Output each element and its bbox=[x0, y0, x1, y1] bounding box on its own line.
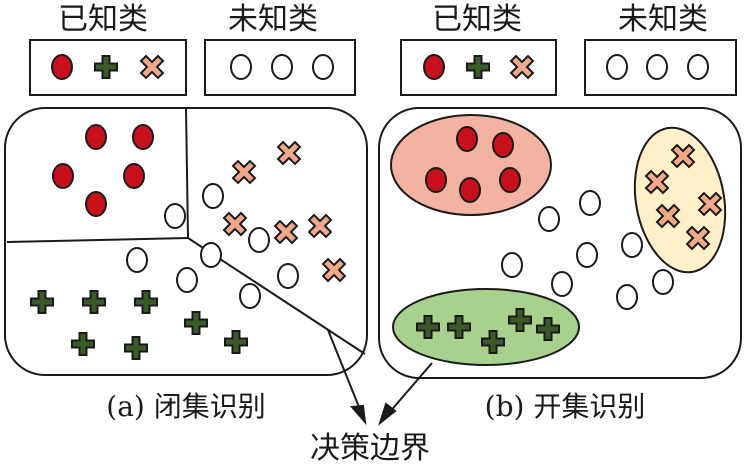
legend-unknown-label-b: 未知类 bbox=[618, 2, 708, 37]
decision-boundary-arrows bbox=[327, 329, 433, 426]
legend-known-box-a bbox=[29, 39, 187, 96]
green-class-region-b bbox=[392, 288, 580, 366]
panel-a-closed-set bbox=[4, 107, 368, 376]
caption-panel-b: (b) 开集识别 bbox=[485, 390, 646, 423]
panel-b-open-set bbox=[378, 107, 742, 379]
legend-unknown-box-a bbox=[204, 39, 356, 96]
legend-known-label-b: 已知类 bbox=[432, 2, 522, 37]
decision-boundary-label: 决策边界 bbox=[310, 431, 430, 466]
legend-unknown-label-a: 未知类 bbox=[228, 2, 318, 37]
legend-unknown-box-b bbox=[584, 39, 737, 96]
legend-known-box-b bbox=[400, 39, 557, 96]
caption-panel-a: (a) 闭集识别 bbox=[106, 390, 265, 423]
legend-known-label-a: 已知类 bbox=[58, 2, 148, 37]
